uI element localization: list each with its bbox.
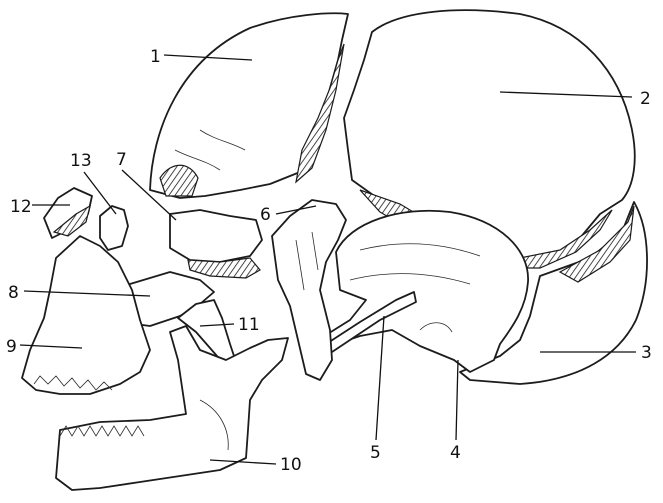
leader-5 — [376, 316, 384, 440]
label-12: 12 — [10, 197, 32, 217]
nasal-bone — [44, 188, 92, 238]
leader-4 — [456, 360, 458, 440]
label-2: 2 — [640, 89, 651, 109]
label-10: 10 — [280, 455, 302, 475]
temporal-bone — [318, 211, 528, 372]
label-1: 1 — [150, 47, 161, 67]
label-3: 3 — [641, 343, 652, 363]
label-4: 4 — [450, 443, 461, 463]
label-13: 13 — [70, 151, 92, 171]
label-6: 6 — [260, 205, 271, 225]
frontal-bone — [150, 13, 348, 198]
label-8: 8 — [8, 283, 19, 303]
label-9: 9 — [6, 337, 17, 357]
maxilla — [22, 236, 150, 394]
label-7: 7 — [116, 150, 127, 170]
label-5: 5 — [370, 443, 381, 463]
ethmoid-bone — [170, 210, 262, 278]
label-11: 11 — [238, 315, 260, 335]
lacrimal-bone — [100, 206, 128, 250]
